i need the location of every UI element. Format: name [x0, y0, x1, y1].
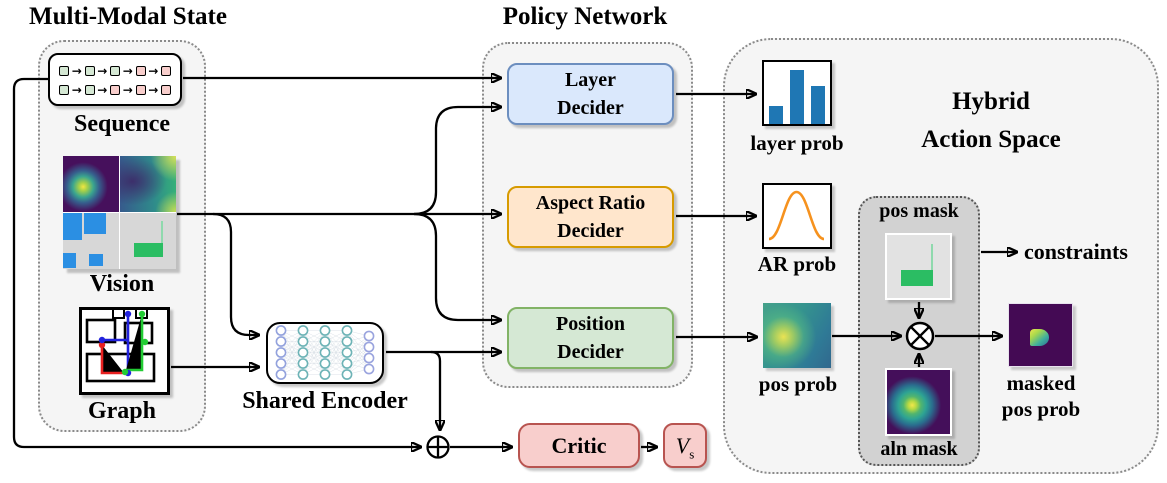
value-symbol: Vs — [675, 432, 695, 461]
layer-prob-bar — [811, 85, 825, 124]
layer-prob-bar — [790, 69, 804, 124]
layer-prob-bars — [769, 65, 825, 124]
vision-heatmap-tile-1 — [63, 156, 119, 212]
vision-label: Vision — [89, 271, 155, 297]
layer-prob-bar — [769, 106, 783, 124]
vision-heatmap-tile-2 — [120, 156, 176, 212]
ar-prob-label: AR prob — [757, 252, 837, 276]
graph-icon — [79, 307, 170, 395]
layer-decider-label-line1: Layer — [564, 69, 617, 91]
shared-encoder-label: Shared Encoder — [242, 388, 408, 414]
pos-mask-image — [885, 233, 952, 300]
sequence-token — [84, 84, 95, 95]
vision-component-tile — [120, 213, 176, 269]
sequence-token — [110, 66, 120, 77]
aln-mask-label: aln mask — [880, 438, 958, 460]
ar-decider-label-line2: Decider — [557, 220, 624, 242]
ar-decider-label-line1: Aspect Ratio — [535, 192, 646, 214]
vision-floorplan-tile — [63, 213, 119, 269]
value-output-box: Vs — [663, 423, 707, 468]
sequence-token — [110, 84, 120, 95]
sequence-token — [135, 84, 146, 95]
layer-decider-box: Layer Decider — [507, 63, 674, 125]
masked-pos-prob-image — [1008, 303, 1073, 367]
aspect-ratio-decider-box: Aspect Ratio Decider — [507, 186, 674, 248]
multi-modal-state-title: Multi-Modal State — [29, 3, 227, 30]
token-arrow-icon: → — [97, 64, 108, 79]
masked-blob — [1029, 328, 1050, 347]
token-arrow-icon: → — [71, 82, 82, 97]
layer-decider-label-line2: Decider — [557, 97, 624, 119]
sequence-icon: → → → → → → → → — [59, 62, 171, 99]
vision-image-grid — [63, 156, 176, 269]
position-decider-box: Position Decider — [507, 307, 674, 369]
token-arrow-icon: → — [122, 82, 133, 97]
critic-box: Critic — [518, 423, 640, 468]
arrow-vision-branch-to-layer-decider — [413, 107, 501, 216]
critic-label: Critic — [551, 432, 607, 458]
sequence-token — [84, 66, 95, 77]
sequence-token — [161, 84, 171, 95]
circled-times-operator — [905, 321, 935, 351]
pos-prob-heatmap — [763, 303, 831, 368]
ar-prob-chart — [762, 183, 832, 249]
pos-decider-label-line2: Decider — [557, 341, 624, 363]
hybrid-action-space-title-line1: Hybrid — [952, 88, 1030, 115]
sequence-token — [135, 66, 146, 77]
shared-encoder-box — [266, 322, 384, 384]
pos-decider-label-line1: Position — [556, 313, 625, 335]
token-arrow-icon: → — [122, 64, 133, 79]
graph-label: Graph — [87, 398, 156, 424]
pos-mask-label: pos mask — [879, 200, 959, 222]
policy-network-title: Policy Network — [502, 3, 668, 30]
sequence-label: Sequence — [74, 111, 170, 137]
sequence-token — [59, 84, 69, 95]
arrow-vision-branch-to-position-decider — [413, 212, 501, 320]
arrow-state-to-fuse — [12, 77, 421, 447]
gaussian-curve-icon — [768, 190, 825, 241]
neural-network-icon — [275, 325, 374, 380]
token-arrow-icon: → — [148, 64, 159, 79]
pos-prob-label: pos prob — [758, 372, 838, 396]
hybrid-action-space-title-line2: Action Space — [921, 126, 1061, 153]
constraints-label: constraints — [1024, 239, 1128, 264]
sequence-token — [59, 66, 69, 77]
sequence-token — [161, 66, 171, 77]
masked-pos-prob-label-line2: pos prob — [1001, 397, 1081, 421]
token-arrow-icon: → — [97, 82, 108, 97]
arrow-vision-branch-to-encoder — [212, 212, 259, 335]
masked-pos-prob-label-line1: masked — [1006, 371, 1076, 395]
aln-mask-image — [885, 368, 952, 436]
layer-prob-chart — [762, 60, 832, 126]
arrow-encoder-branch-to-fuse — [430, 350, 440, 430]
token-arrow-icon: → — [148, 82, 159, 97]
sequence-box: → → → → → → → → — [48, 53, 182, 106]
circled-plus-operator — [426, 435, 450, 459]
token-arrow-icon: → — [71, 64, 82, 79]
layer-prob-label: layer prob — [750, 131, 844, 155]
